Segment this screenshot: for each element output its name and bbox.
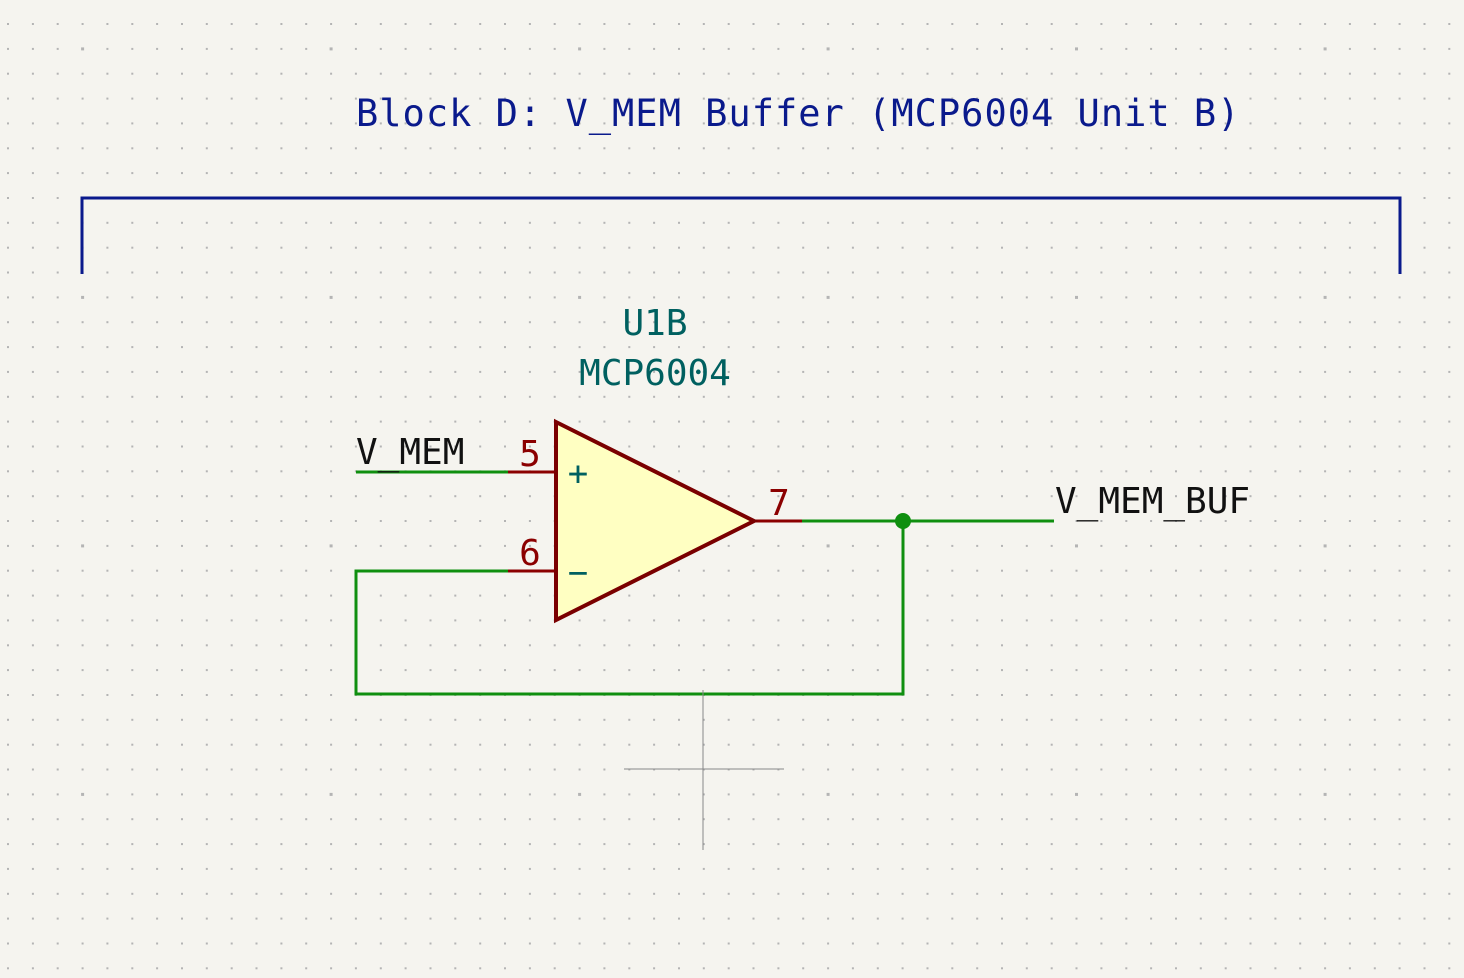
block-title: Block D: V_MEM Buffer (MCP6004 Unit B) (356, 92, 1240, 136)
component-reference: U1B (622, 303, 687, 344)
net-label-output[interactable]: V_MEM_BUF (1055, 481, 1250, 522)
pin-7-number: 7 (768, 483, 790, 524)
junction-dot (895, 513, 911, 529)
wire-feedback (354, 521, 905, 696)
crosshair-cursor-icon (624, 690, 784, 850)
minus-symbol: − (568, 553, 588, 593)
plus-symbol: + (568, 454, 588, 494)
wires (354, 470, 1054, 696)
net-label-input[interactable]: V_MEM (356, 432, 464, 473)
pin-5-number: 5 (519, 434, 541, 475)
opamp-body[interactable] (554, 418, 759, 624)
component-value: MCP6004 (579, 353, 731, 394)
block-bracket (80, 196, 1402, 274)
pin-stubs (508, 470, 802, 573)
pin-6-number: 6 (519, 533, 541, 574)
